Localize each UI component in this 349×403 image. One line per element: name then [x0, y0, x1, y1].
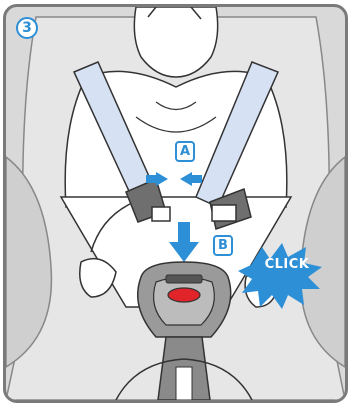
label-a-box: A	[175, 141, 195, 162]
illustration-frame: 3 A B CLICK	[3, 4, 348, 403]
arrow-b-shaft	[178, 222, 190, 244]
child-seat-illustration	[6, 7, 345, 400]
click-callout-text: CLICK	[257, 257, 317, 272]
buckle-red-button	[168, 288, 200, 302]
buckle-tongue-right-tip	[212, 205, 236, 221]
arrow-a-left-shaft	[146, 175, 158, 183]
buckle-slot	[166, 275, 202, 283]
step-number-badge: 3	[16, 17, 38, 39]
label-b-box: B	[213, 235, 233, 256]
buckle-tongue-left-tip	[152, 207, 170, 221]
arrow-a-right-shaft	[190, 175, 202, 183]
crotch-strap-center	[176, 367, 192, 400]
